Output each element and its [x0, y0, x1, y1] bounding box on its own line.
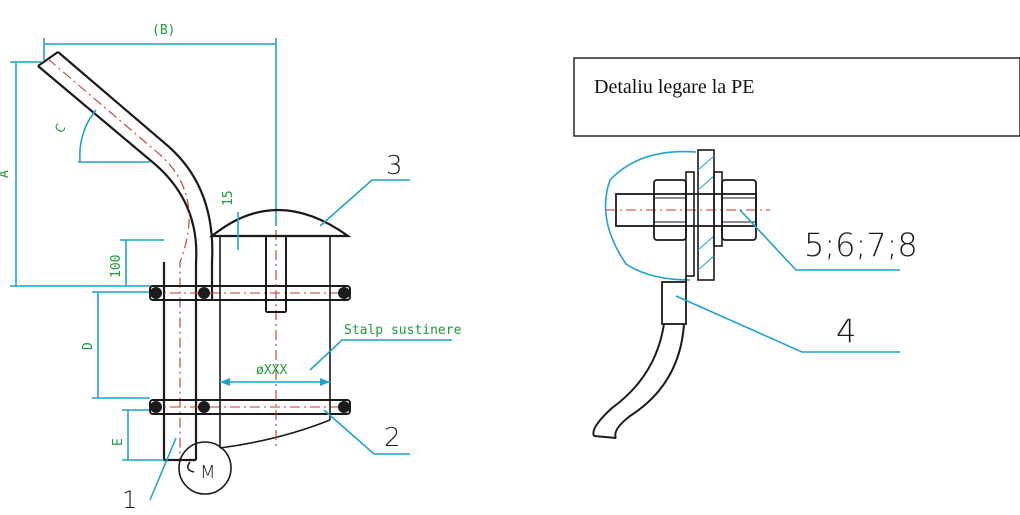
- callout-2-leader: [323, 409, 410, 455]
- callout-4-leader: [675, 295, 900, 353]
- upper-clamp-bolt-2: [198, 287, 210, 299]
- lower-clamp-bolt-3: [338, 401, 350, 413]
- detail-pe-connection: Detaliu legare la PE: [573, 57, 1020, 439]
- dim-diameter-label: øXXX: [256, 363, 287, 378]
- stalp-leader: [309, 339, 452, 371]
- detail-circle: [178, 441, 232, 495]
- dim-diameter-arrow-right: [320, 378, 330, 386]
- dome-cap: [208, 209, 352, 313]
- stalp-label: Stalp sustinere: [344, 323, 462, 338]
- bracket-arm-inner: [57, 51, 214, 300]
- dim-d-label: D: [81, 342, 96, 350]
- lower-clamp: [149, 399, 351, 415]
- cable-end: [593, 435, 617, 439]
- bracket-assembly: C (B) A 100 D E: [0, 23, 462, 514]
- cable-edge-left: [592, 323, 665, 437]
- lower-clamp-bolt-2: [198, 401, 210, 413]
- detail-title: Detaliu legare la PE: [594, 76, 755, 98]
- plate-hatch: [697, 155, 715, 271]
- dim-e-label: E: [111, 438, 126, 446]
- callout-hardware: 5;6;7;8: [804, 226, 918, 264]
- callout-hardware-leader: [739, 209, 900, 271]
- dim-b-label: (B): [152, 23, 175, 38]
- bracket-arm-outer: [37, 65, 198, 460]
- lower-clamp-bolt-1: [150, 401, 162, 413]
- upper-clamp: [149, 285, 351, 301]
- cable-lug: [661, 281, 687, 325]
- callout-4: 4: [836, 312, 856, 350]
- nut-right: [721, 179, 757, 241]
- upper-clamp-bolt-3: [338, 287, 350, 299]
- dim-a-label: A: [0, 170, 12, 178]
- detail-title-box: [573, 57, 1020, 137]
- dim-15-label: 15: [221, 190, 236, 206]
- callout-1: 1: [122, 486, 137, 514]
- dome-shell: [208, 209, 352, 238]
- washer-right: [713, 171, 723, 247]
- angle-c-label: C: [52, 122, 69, 136]
- washer-left: [685, 171, 695, 277]
- support-pole: [219, 230, 331, 450]
- dim-100-label: 100: [109, 255, 124, 278]
- cable-edge-right: [614, 323, 685, 439]
- detail-label-m: M: [200, 462, 216, 483]
- callout-1-leader: [149, 437, 177, 501]
- detail-hook: [186, 461, 195, 473]
- upper-clamp-bolt-1: [150, 287, 162, 299]
- callout-2: 2: [384, 423, 401, 453]
- pole-break: [219, 419, 331, 449]
- bracket-centerline: [47, 58, 190, 460]
- callout-3-leader: [319, 179, 410, 227]
- callout-3: 3: [386, 151, 403, 181]
- angle-c-arc: [79, 109, 97, 163]
- plate: [697, 149, 715, 281]
- detail-break-outline: [604, 150, 697, 281]
- dim-diameter-arrow-left: [220, 378, 230, 386]
